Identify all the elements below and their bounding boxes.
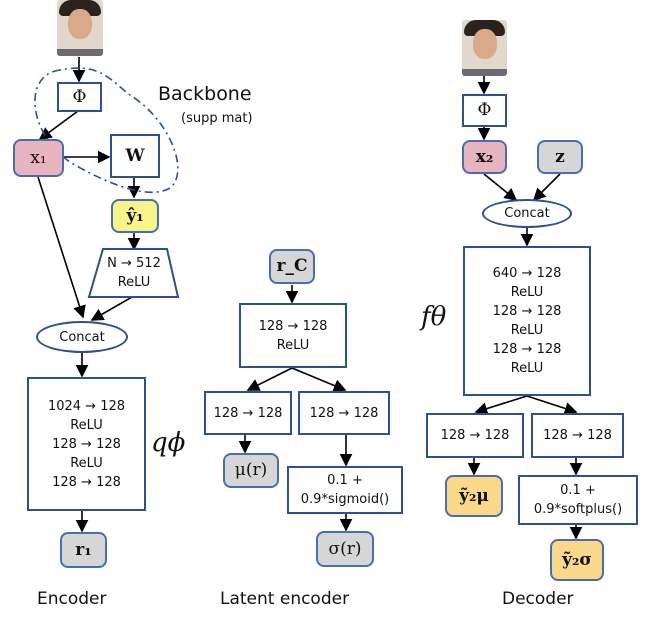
arrow-fblock-to-right	[526, 395, 578, 415]
softplus-block: 0.1 +0.9*softplus()	[518, 475, 638, 525]
z-box: z	[537, 140, 583, 174]
arrow-x2-to-concat	[483, 173, 518, 202]
caption-decoder: Decoder	[502, 589, 574, 609]
arrow-n512-to-concat	[90, 296, 133, 321]
sigma-box: σ(r)	[316, 531, 374, 567]
arrow-x1-to-concat	[37, 176, 86, 319]
w-box: W	[110, 134, 160, 178]
f-theta-label: fθ	[421, 302, 447, 332]
n512-trapezoid	[87, 248, 180, 298]
backbone-outline	[34, 67, 179, 194]
r1-box: r₁	[60, 532, 107, 568]
backbone-note: (supp mat)	[181, 111, 253, 126]
rc-box: r_C	[269, 249, 315, 284]
y1-hat-box: ŷ₁	[111, 199, 159, 233]
latent-left-block: 128 → 128	[204, 391, 292, 435]
person-photo-encoder	[57, 0, 103, 56]
phi-box-encoder: Φ	[57, 82, 102, 112]
backbone-label: Backbone	[158, 83, 252, 105]
latent-right-block: 128 → 128	[298, 391, 390, 435]
arrow-z-to-concat	[532, 173, 561, 202]
y-mu-box: ỹ₂μ	[445, 475, 503, 517]
arrow-block-to-right	[291, 367, 347, 392]
sigmoid-block: 0.1 +0.9*sigmoid()	[287, 466, 403, 514]
x1-box: x₁	[13, 139, 64, 177]
phi-box-decoder: Φ	[462, 94, 507, 127]
arrow-phi-to-x1	[38, 110, 79, 140]
q-phi-label: qϕ	[151, 428, 186, 458]
decoder-left-block: 128 → 128	[426, 413, 524, 458]
mu-box: μ(r)	[223, 453, 279, 488]
decoder-right-block: 128 → 128	[531, 413, 624, 458]
caption-latent-encoder: Latent encoder	[220, 589, 350, 609]
x2-box: x₂	[462, 140, 507, 174]
concat-encoder: Concat	[36, 321, 128, 353]
concat-decoder: Concat	[482, 199, 572, 228]
arrow-fblock-to-left	[474, 395, 528, 415]
y-sigma-box: ỹ₂σ	[550, 539, 604, 581]
arrow-block-to-left	[246, 367, 293, 391]
person-photo-decoder	[462, 20, 507, 76]
caption-encoder: Encoder	[37, 589, 107, 609]
